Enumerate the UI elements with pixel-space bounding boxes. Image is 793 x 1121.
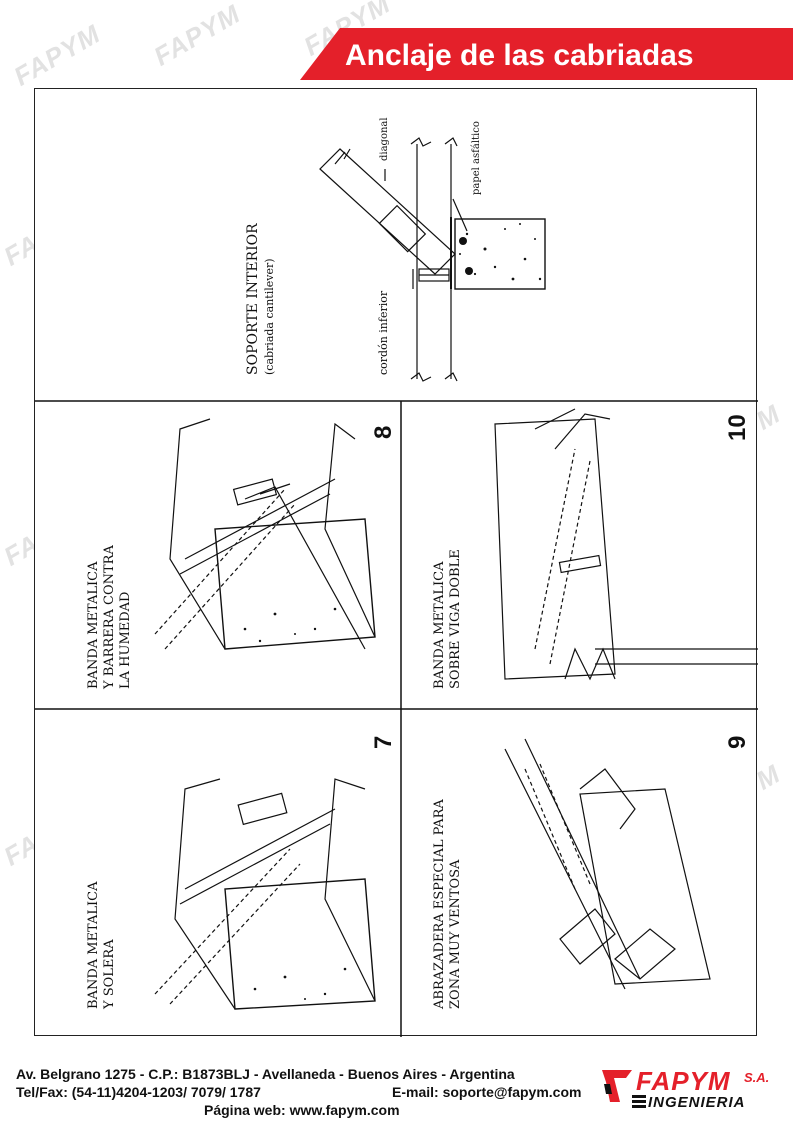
figure-8-number: 8 [370, 426, 397, 439]
figure-7-drawing: 7 BANDA METALICA Y SOLERA [86, 736, 397, 1010]
page-title: Anclaje de las cabriadas [345, 39, 694, 72]
drawing-frame: diagonal papel asfáltico cordón inferior… [34, 88, 758, 1037]
logo-suffix: S.A. [744, 1070, 770, 1085]
detail-soporte-interior: diagonal papel asfáltico cordón inferior… [245, 117, 546, 382]
figure-7-caption-line2: Y SOLERA [102, 939, 117, 1010]
label-diagonal: diagonal [379, 117, 390, 161]
page-footer: Av. Belgrano 1275 - C.P.: B1873BLJ - Ave… [0, 1060, 793, 1120]
detail-subtitle: (cabriada cantilever) [263, 258, 276, 375]
watermark-logo: FAPYM [8, 18, 106, 92]
header-band [300, 28, 793, 80]
label-cordon-inferior: cordón inferior [377, 290, 390, 375]
footer-website[interactable]: Página web: www.fapym.com [204, 1102, 400, 1118]
watermark-logo: FAPYM [148, 0, 246, 72]
footer-address: Av. Belgrano 1275 - C.P.: B1873BLJ - Ave… [16, 1066, 515, 1082]
figure-9-drawing: 9 ABRAZADERA ESPECIAL PARA ZONA MUY VENT… [432, 736, 751, 1010]
figure-9-caption-line2: ZONA MUY VENTOSA [448, 859, 463, 1009]
figure-8-caption-line2: Y BARRERA CONTRA [102, 545, 117, 690]
figure-9-caption-line1: ABRAZADERA ESPECIAL PARA [432, 799, 447, 1010]
technical-drawing: diagonal papel asfáltico cordón inferior… [35, 117, 758, 1037]
figure-8-caption-line3: LA HUMEDAD [118, 592, 133, 689]
figure-7-number: 7 [370, 736, 397, 749]
detail-title: SOPORTE INTERIOR [245, 223, 261, 375]
figure-7-caption-line1: BANDA METALICA [86, 881, 101, 1009]
footer-phone: Tel/Fax: (54-11)4204-1203/ 7079/ 1787 [16, 1084, 261, 1100]
figure-9-number: 9 [724, 736, 751, 749]
figure-10-drawing: 10 BANDA METALICA SOBRE VIGA DOBLE [432, 408, 758, 689]
logo-bars-icon [632, 1095, 646, 1108]
figure-10-caption-line1: BANDA METALICA [432, 561, 447, 689]
logo-name: FAPYM [636, 1066, 731, 1096]
logo-subtitle: INGENIERIA [648, 1094, 746, 1111]
figure-10-caption-line2: SOBRE VIGA DOBLE [448, 549, 463, 689]
label-papel-asfaltico: papel asfáltico [471, 121, 482, 195]
footer-email[interactable]: E-mail: soporte@fapym.com [392, 1084, 582, 1100]
figure-8-drawing: 8 BANDA METALICA Y BARRERA CONTRA LA HUM… [86, 418, 397, 690]
fapym-logo-icon [602, 1070, 632, 1102]
figure-8-caption-line1: BANDA METALICA [86, 561, 101, 689]
figure-10-number: 10 [724, 414, 751, 441]
